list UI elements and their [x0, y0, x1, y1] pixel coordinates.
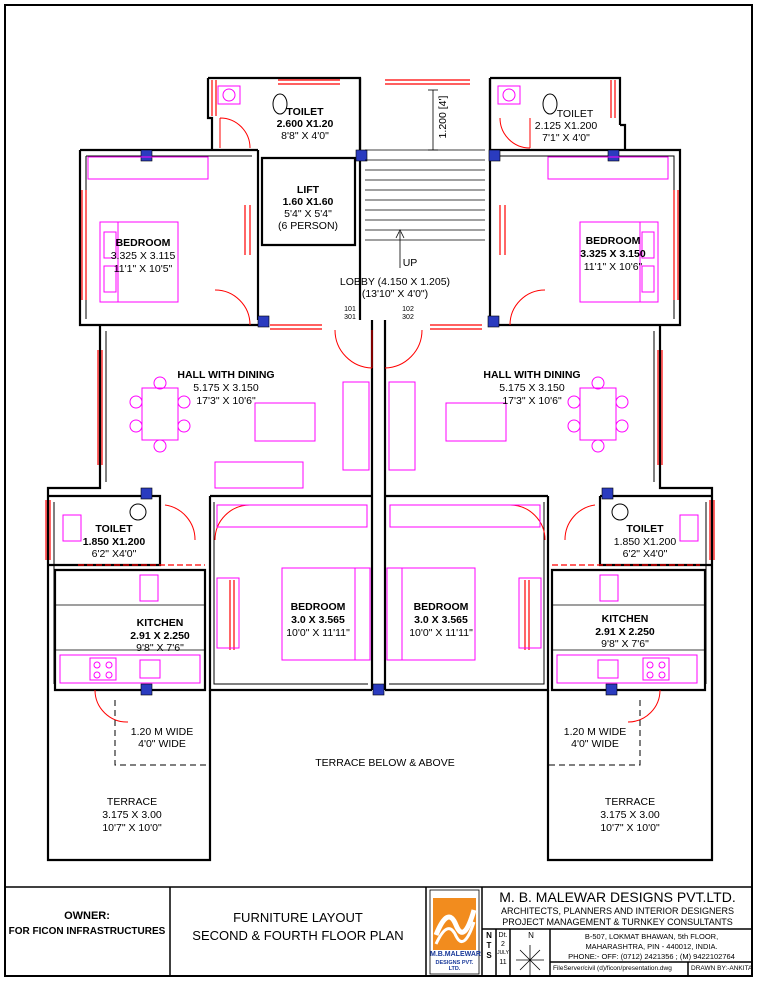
passage-left-width-ft: 4'0" WIDE	[138, 738, 186, 750]
terrace-left-dim: 3.175 X 3.00	[102, 809, 162, 821]
passage-right-width-ft: 4'0" WIDE	[571, 738, 619, 750]
terrace-right-dim-ft: 10'7" X 10'0"	[600, 822, 660, 834]
door-num-302: 302	[402, 314, 414, 321]
kitchen-right-name: KITCHEN	[602, 613, 649, 625]
drawing-title-line-1: FURNITURE LAYOUT	[233, 910, 363, 925]
hall-left-name: HALL WITH DINING	[177, 369, 274, 381]
date-stamp: Dt. 2 JULY 11	[496, 931, 510, 967]
owner-name: FOR FICON INFRASTRUCTURES	[8, 926, 166, 937]
stair-up-label: UP	[403, 257, 418, 269]
drawing-sheet	[4, 4, 753, 977]
hall-left-dim-ft: 17'3" X 10'6"	[196, 395, 256, 407]
toilet-mid-left-dim: 1.850 X1.200	[83, 536, 146, 548]
phone-line: PHONE:- OFF: (0712) 2421356 ; (M) 942210…	[568, 952, 735, 961]
kitchen-right-dim: 2.91 X 2.250	[595, 626, 655, 638]
bedroom-center-left-dim: 3.0 X 3.565	[291, 614, 345, 626]
toilet-top-left-dim: 2.600 X1.20	[277, 118, 334, 130]
door-num-101: 101	[344, 306, 356, 313]
passage-left-width-m: 1.20 M WIDE	[131, 726, 193, 738]
nts-s: S	[486, 951, 492, 960]
bedroom-left-name: BEDROOM	[116, 237, 171, 249]
drawing-title-line-2: SECOND & FOURTH FLOOR PLAN	[192, 928, 404, 943]
north-arrow-icon	[516, 945, 544, 975]
logo-text-1: M.B.MALEWAR	[430, 951, 481, 958]
bedroom-right-dim: 3.325 X 3.150	[580, 248, 646, 260]
lift-dim: 1.60 X1.60	[283, 196, 334, 208]
door-num-102: 102	[402, 306, 414, 313]
columns	[140, 149, 620, 696]
bedroom-right-name: BEDROOM	[586, 235, 641, 247]
date-day: 2	[501, 941, 505, 948]
hall-right-name: HALL WITH DINING	[483, 369, 580, 381]
file-path: FileServer/civil (d)/ficon/presentation.…	[553, 965, 672, 972]
toilet-top-right-dim: 2.125 X1.200	[535, 120, 598, 132]
hall-right-dim-ft: 17'3" X 10'6"	[502, 395, 562, 407]
bedroom-left-dim-ft: 11'1" X 10'5"	[114, 263, 173, 275]
bedroom-center-left-name: BEDROOM	[291, 601, 346, 613]
terrace-left-name: TERRACE	[107, 796, 157, 808]
toilet-top-left-name: TOILET	[286, 106, 324, 118]
firm-line-2: PROJECT MANAGEMENT & TURNKEY CONSULTANTS	[502, 917, 733, 927]
nts-t: T	[486, 941, 492, 950]
date-year: 11	[499, 959, 507, 966]
bedroom-center-right-name: BEDROOM	[414, 601, 469, 613]
staircase	[365, 89, 485, 268]
toilet-mid-right-dim-ft: 6'2" X4'0"	[623, 548, 668, 560]
room-labels: TOILET 2.600 X1.20 8'8" X 4'0" TOILET 2.…	[83, 95, 677, 834]
firm-name: M. B. MALEWAR DESIGNS PVT.LTD.	[499, 889, 736, 905]
bedroom-left-dim: 3.325 X 3.115	[111, 250, 176, 262]
title-block-frame	[4, 886, 753, 977]
passage-right-width-m: 1.20 M WIDE	[564, 726, 626, 738]
firm-line-1: ARCHITECTS, PLANNERS AND INTERIOR DESIGN…	[500, 906, 735, 916]
bedroom-right-dim-ft: 11'1" X 10'6"	[584, 261, 643, 273]
toilet-top-right-name: TOILET	[557, 108, 594, 120]
toilet-top-left-dim-ft: 8'8" X 4'0"	[281, 130, 329, 142]
address-line-2: MAHARASHTRA, PIN - 440012, INDIA.	[585, 942, 718, 951]
lift-capacity: (6 PERSON)	[278, 220, 338, 232]
toilet-mid-left-dim-ft: 6'2" X4'0"	[92, 548, 137, 560]
north-label: N	[528, 931, 534, 940]
owner-label: OWNER:	[64, 910, 110, 922]
address-line-1: B-507, LOKMAT BHAWAN, 5th FLOOR,	[584, 932, 719, 941]
furniture	[59, 85, 699, 684]
terrace-right-dim: 3.175 X 3.00	[600, 809, 660, 821]
toilet-mid-right-name: TOILET	[626, 523, 664, 535]
bedroom-center-left-dim-ft: 10'0" X 11'11"	[286, 627, 350, 639]
terrace-right-name: TERRACE	[605, 796, 655, 808]
lobby-name: LOBBY (4.150 X 1.205)	[340, 276, 450, 288]
stair-width: 1.200 [4']	[437, 95, 449, 138]
walls	[46, 76, 714, 862]
hall-right-dim: 5.175 X 3.150	[499, 382, 565, 394]
drawn-by: DRAWN BY:-ANKITA	[691, 965, 753, 972]
toilet-mid-left-name: TOILET	[95, 523, 133, 535]
terrace-center-label: TERRACE BELOW & ABOVE	[315, 757, 454, 769]
kitchen-left-dim-ft: 9'8" X 7'6"	[136, 642, 184, 654]
kitchen-left-name: KITCHEN	[137, 617, 184, 629]
firm-logo-icon	[429, 889, 480, 975]
lift-name: LIFT	[297, 184, 320, 196]
kitchen-left-dim: 2.91 X 2.250	[130, 630, 190, 642]
date-month: JULY	[497, 950, 509, 956]
kitchen-right-dim-ft: 9'8" X 7'6"	[601, 638, 649, 650]
toilet-top-right-dim-ft: 7'1" X 4'0"	[542, 132, 590, 144]
terrace-left-dim-ft: 10'7" X 10'0"	[102, 822, 162, 834]
doors	[94, 117, 661, 723]
lift-dim-ft: 5'4" X 5'4"	[284, 208, 332, 220]
door-num-301: 301	[344, 314, 356, 321]
date-label: Dt.	[498, 932, 508, 939]
bedroom-center-right-dim-ft: 10'0" X 11'11"	[409, 627, 473, 639]
toilet-mid-right-dim: 1.850 X1.200	[614, 536, 677, 548]
lobby-dim-ft: (13'10" X 4'0")	[362, 288, 428, 300]
nts-n: N	[486, 931, 492, 940]
nts-label: N T S	[482, 931, 496, 961]
bedroom-center-right-dim: 3.0 X 3.565	[414, 614, 468, 626]
logo-text-2: DESIGNS PVT. LTD.	[435, 960, 474, 972]
hall-left-dim: 5.175 X 3.150	[193, 382, 259, 394]
windows	[45, 79, 715, 650]
